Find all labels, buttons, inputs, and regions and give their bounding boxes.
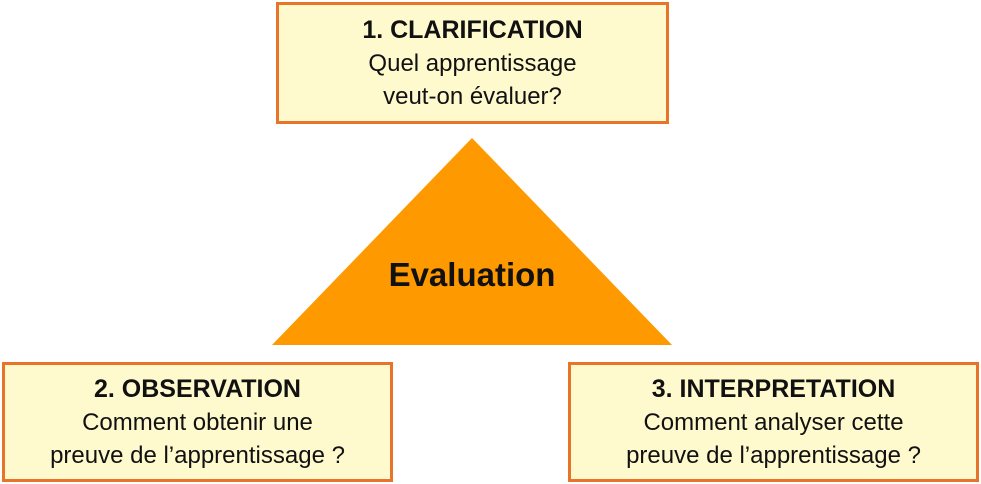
step-question-line: Comment obtenir une bbox=[82, 409, 313, 436]
step-question-line: preuve de l’apprentissage ? bbox=[626, 442, 921, 469]
step-title: 3. INTERPRETATION bbox=[651, 375, 896, 403]
step-question-line: preuve de l’apprentissage ? bbox=[50, 442, 345, 469]
center-label: Evaluation bbox=[388, 256, 556, 293]
step-question-line: Quel apprentissage bbox=[368, 50, 577, 77]
step-question-line: Comment analyser cette bbox=[643, 409, 904, 436]
step-title: 2. OBSERVATION bbox=[94, 375, 301, 403]
step-box-clarification: 1. CLARIFICATION Quel apprentissage veut… bbox=[276, 2, 669, 124]
step-question-line: veut-on évaluer? bbox=[383, 83, 562, 110]
triangle-shape bbox=[272, 138, 672, 345]
step-box-observation: 2. OBSERVATION Comment obtenir une preuv… bbox=[2, 362, 393, 482]
step-title: 1. CLARIFICATION bbox=[362, 16, 583, 44]
step-box-interpretation: 3. INTERPRETATION Comment analyser cette… bbox=[568, 362, 979, 482]
